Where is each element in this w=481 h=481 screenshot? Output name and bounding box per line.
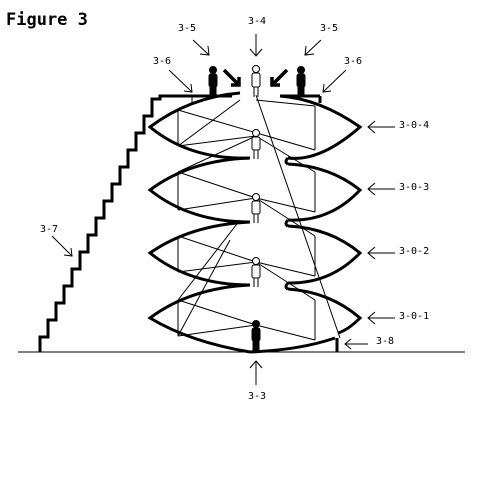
level-2-lens [147,220,363,291]
person-top-left [208,66,218,97]
label-3-5-right: 3-5 [320,23,338,34]
label-3-5-left: 3-5 [178,23,196,34]
label-3-3: 3-3 [248,391,266,402]
level-3-lens [147,156,363,228]
label-3-6-right: 3-6 [344,56,362,67]
pointer-arrow-3-0-2 [367,246,395,260]
pointer-arrow-3-8 [344,338,368,350]
person-level-4 [251,129,261,159]
label-3-8: 3-8 [376,336,394,347]
person-top-right [296,66,306,97]
interior-posts [177,106,316,340]
pointer-arrow-3-5-right [304,39,322,56]
label-3-0-1: 3-0-1 [399,311,429,322]
pointer-arrow-3-0-3 [367,182,395,196]
bold-arrow-right [270,68,289,87]
pointer-arrow-3-0-1 [367,311,395,325]
pointer-arrow-3-5-left [192,39,210,56]
label-3-4: 3-4 [248,16,266,27]
person-top-center [251,65,261,97]
label-3-0-4: 3-0-4 [399,120,429,131]
level-1-lens [147,283,363,354]
level-4-lens [147,91,363,166]
pointer-arrow-3-6-left [168,69,193,93]
bold-arrow-left [222,68,241,87]
label-3-0-2: 3-0-2 [399,246,429,257]
figure-title: Figure 3 [6,10,88,30]
label-3-7: 3-7 [40,224,58,235]
pointer-arrow-3-6-right [322,69,347,93]
pointer-arrow-3-0-4 [367,120,395,134]
pointer-arrow-3-7 [51,235,73,257]
pointer-arrow-3-3 [249,360,263,385]
person-level-1 [251,320,261,352]
person-level-3 [251,193,261,223]
staircase [38,94,192,352]
person-level-2 [251,257,261,287]
label-3-0-3: 3-0-3 [399,182,429,193]
pointer-arrow-3-4 [249,34,263,57]
sight-lines [177,94,341,341]
label-3-6-left: 3-6 [153,56,171,67]
